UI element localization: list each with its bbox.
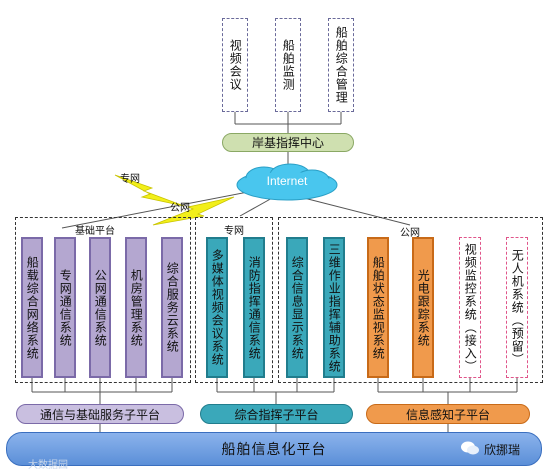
- sensing-group: [278, 217, 543, 383]
- internet-cloud-icon: [236, 163, 338, 201]
- system-info-display: 综合信息显示系统: [286, 237, 308, 378]
- system-private-comm: 专网通信系统: [54, 237, 76, 378]
- system-ship-network: 船载综合网络系统: [21, 237, 43, 378]
- top-system-ship-monitoring: 船舶监测: [275, 18, 301, 112]
- system-3d-command-assist: 三维作业指挥辅助系统: [323, 237, 345, 378]
- subplatform-comm-foundation: 通信与基础服务子平台: [16, 404, 184, 424]
- link-label-private: 专网: [120, 174, 140, 185]
- foundation-platform-group: [15, 217, 191, 383]
- system-ship-status-monitor: 船舶状态监视系统: [367, 237, 389, 378]
- shore-command-center: 岸基指挥中心: [222, 133, 354, 152]
- command-group-title: 专网: [224, 226, 244, 237]
- public-network-lightning-icon: [152, 196, 235, 226]
- watermark-right: 欣挪瑞: [484, 443, 521, 457]
- sensing-group-title: 公网: [400, 228, 420, 239]
- subplatform-sensing: 信息感知子平台: [366, 404, 530, 424]
- top-system-video-conference: 视频会议: [222, 18, 248, 112]
- system-video-surveillance: 视频监控系统（接入）: [459, 237, 481, 378]
- foundation-platform-title: 基础平台: [75, 226, 115, 237]
- wechat-icon: [460, 440, 480, 456]
- system-cloud-service: 综合服务云系统: [161, 237, 183, 378]
- system-fire-command: 消防指挥通信系统: [243, 237, 265, 378]
- ship-information-platform: 船舶信息化平台: [6, 432, 542, 466]
- link-label-public: 公网: [170, 203, 190, 214]
- top-system-ship-management: 船舶综合管理: [328, 18, 354, 112]
- subplatform-command: 综合指挥子平台: [200, 404, 353, 424]
- system-optical-tracking: 光电跟踪系统: [412, 237, 434, 378]
- system-uav: 无人机系统（预留）: [506, 237, 528, 378]
- internet-label: Internet: [266, 174, 308, 188]
- private-network-lightning-icon: [114, 174, 185, 207]
- system-room-management: 机房管理系统: [125, 237, 147, 378]
- system-public-comm: 公网通信系统: [89, 237, 111, 378]
- command-group: [195, 217, 273, 383]
- system-multimedia-conference: 多媒体视频会议系统: [206, 237, 228, 378]
- watermark-left: 大数据园: [28, 460, 68, 471]
